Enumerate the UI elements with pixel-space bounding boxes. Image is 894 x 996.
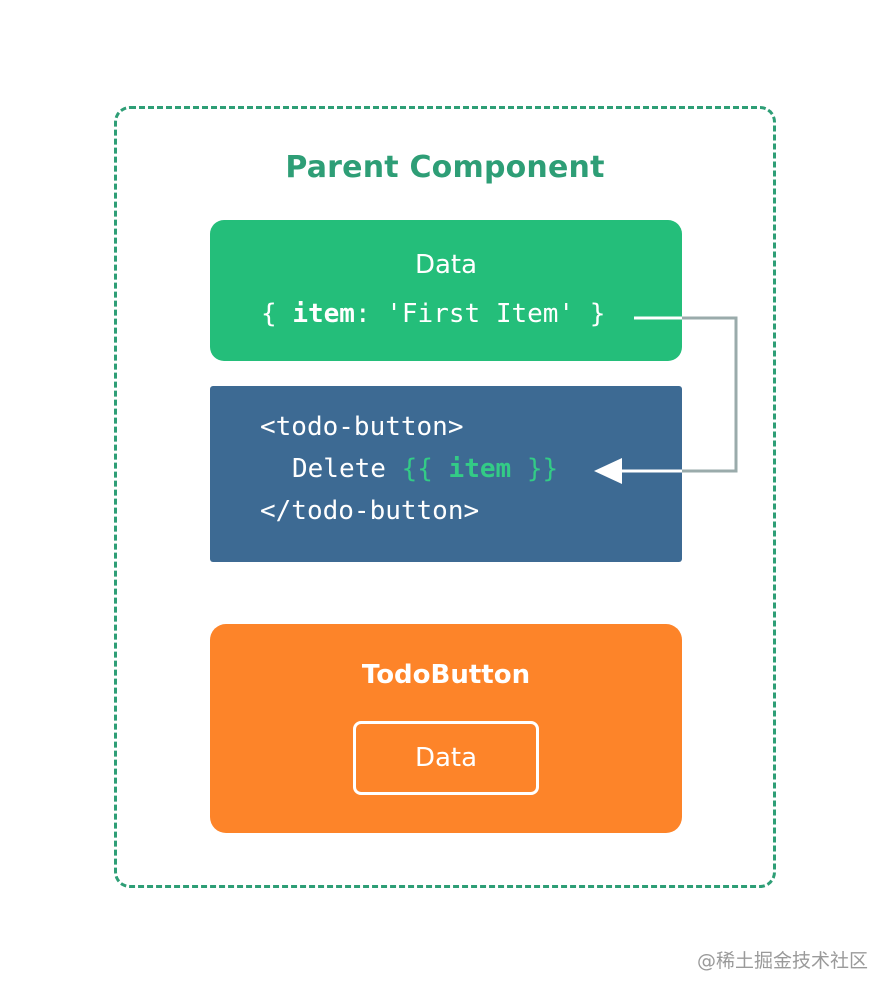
watermark-text: @稀土掘金技术社区 bbox=[696, 950, 868, 972]
template-mustache: {{ item }} bbox=[402, 454, 559, 484]
mustache-close: }} bbox=[511, 454, 559, 484]
data-code-open: { bbox=[261, 299, 293, 329]
parent-component-title: Parent Component bbox=[285, 150, 605, 185]
template-open-tag: <todo-button> bbox=[260, 412, 464, 442]
mustache-variable: item bbox=[448, 454, 512, 484]
data-box: Data { item: 'First Item' } bbox=[210, 220, 682, 361]
data-box-code: { item: 'First Item' } bbox=[261, 299, 605, 329]
template-close-tag: </todo-button> bbox=[260, 496, 480, 526]
template-content-line: Delete {{ item }} bbox=[292, 454, 558, 484]
parent-component-frame bbox=[114, 106, 776, 888]
template-delete-text: Delete bbox=[292, 454, 402, 484]
template-box: <todo-button> Delete {{ item }} </todo-b… bbox=[210, 386, 682, 562]
todo-button-box: TodoButton Data bbox=[210, 624, 682, 833]
data-code-key: item bbox=[292, 299, 355, 329]
data-box-title: Data bbox=[414, 250, 478, 280]
todo-button-title: TodoButton bbox=[361, 660, 531, 690]
todo-button-data-box: Data bbox=[353, 721, 539, 795]
mustache-open: {{ bbox=[401, 454, 449, 484]
data-code-rest: : 'First Item' } bbox=[354, 299, 606, 329]
